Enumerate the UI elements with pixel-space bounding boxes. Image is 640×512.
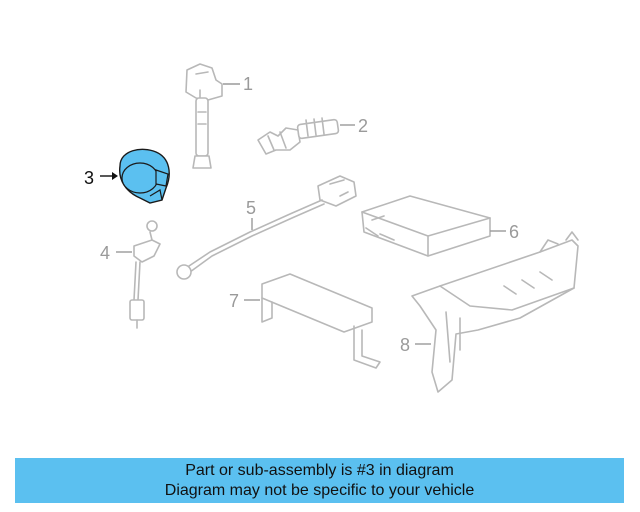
callout-label-6: 6 bbox=[509, 222, 519, 242]
parts-diagram: 1 2 3 4 bbox=[84, 63, 579, 393]
callout-label-5: 5 bbox=[246, 198, 256, 218]
banner-line-2: Diagram may not be specific to your vehi… bbox=[164, 481, 475, 499]
callout-4: 4 bbox=[100, 243, 132, 263]
callout-2: 2 bbox=[340, 116, 368, 136]
callout-label-8: 8 bbox=[400, 335, 410, 355]
callout-8: 8 bbox=[400, 335, 431, 355]
info-banner: Part or sub-assembly is #3 in diagram Di… bbox=[15, 458, 624, 503]
part-4-position-sensor bbox=[129, 220, 161, 329]
callout-label-4: 4 bbox=[100, 243, 110, 263]
callout-label-3: 3 bbox=[84, 168, 94, 188]
part-3-sensor bbox=[119, 148, 170, 204]
part-5-wire-harness bbox=[176, 175, 357, 280]
part-6-control-module bbox=[361, 195, 491, 257]
part-2-spark-plug bbox=[257, 117, 340, 155]
part-7-bracket bbox=[261, 273, 381, 369]
callout-label-1: 1 bbox=[243, 74, 253, 94]
part-1-ignition-coil bbox=[185, 63, 223, 169]
part-8-mounting-bracket bbox=[411, 231, 579, 393]
banner-line-1: Part or sub-assembly is #3 in diagram bbox=[185, 461, 454, 479]
callout-6: 6 bbox=[490, 222, 519, 242]
callout-label-2: 2 bbox=[358, 116, 368, 136]
callout-label-7: 7 bbox=[229, 291, 239, 311]
callout-5: 5 bbox=[246, 198, 256, 230]
callout-1: 1 bbox=[223, 74, 253, 94]
callout-7: 7 bbox=[229, 291, 260, 311]
callout-3: 3 bbox=[84, 168, 118, 188]
